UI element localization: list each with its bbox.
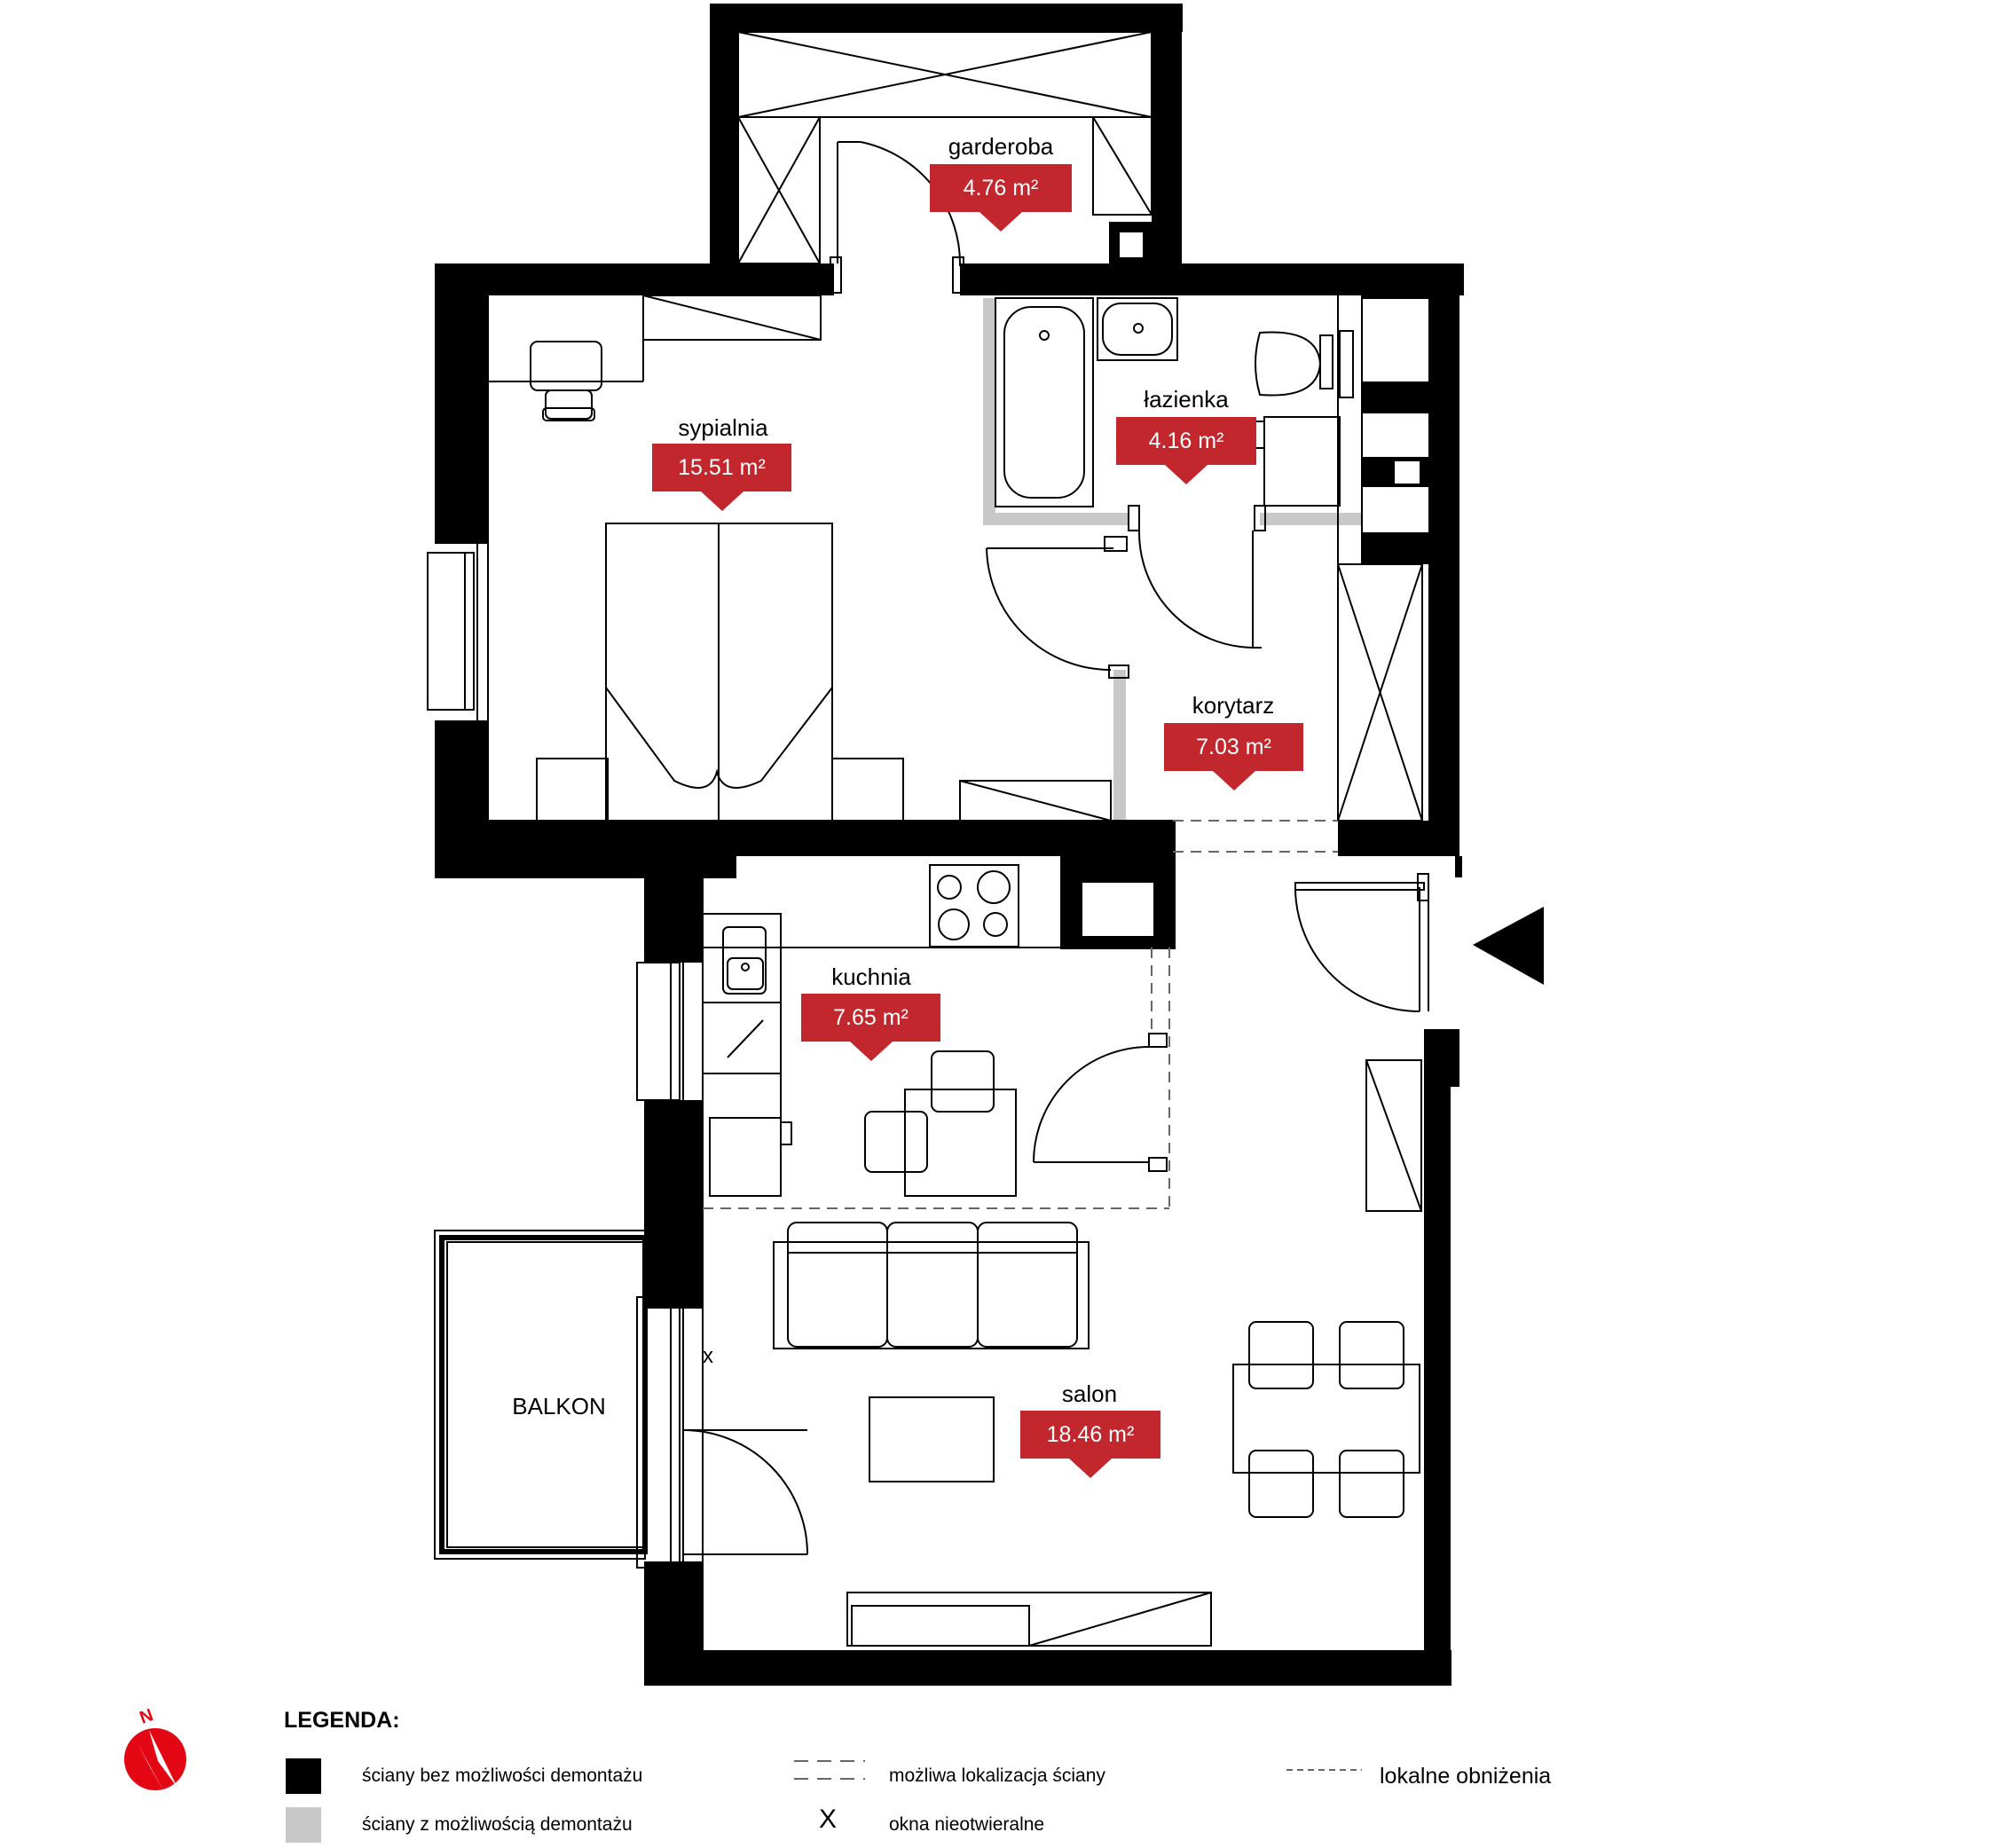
area-badge-kuchnia: 7.65 m²	[801, 994, 940, 1061]
area-badge-korytarz: 7.03 m²	[1164, 723, 1303, 790]
fixed-walls	[435, 4, 1464, 1686]
area-badge-salon: 18.46 m²	[1020, 1411, 1160, 1478]
area-badge-lazienka: 4.16 m²	[1116, 417, 1256, 484]
wall-holes	[1082, 232, 1424, 936]
possible-walls	[703, 820, 1338, 1209]
legend-dash-possible-wall	[794, 1760, 865, 1780]
room-name-lazienka: łazienka	[1144, 386, 1229, 413]
fixed-window-mark: x	[703, 1344, 713, 1368]
legend-possible-wall: możliwa lokalizacja ściany	[889, 1765, 1105, 1786]
legend-fixed-window: okna nieotwieralne	[889, 1814, 1045, 1835]
room-name-garderoba: garderoba	[948, 133, 1054, 160]
area-badge-garderoba: 4.76 m²	[930, 164, 1072, 232]
compass-icon	[124, 1728, 186, 1792]
entrance-arrow	[1473, 907, 1544, 985]
room-name-salon: salon	[1061, 1380, 1118, 1407]
legend-removable-wall: ściany z możliwością demontażu	[362, 1814, 633, 1835]
room-name-korytarz: korytarz	[1192, 692, 1275, 719]
legend-title: LEGENDA:	[284, 1708, 400, 1733]
legend-local-lowering: lokalne obniżenia	[1380, 1764, 1552, 1789]
room-name-kuchnia: kuchnia	[831, 963, 911, 990]
area-badge-sypialnia: 15.51 m²	[652, 444, 791, 511]
legend-fixed-wall: ściany bez możliwości demontażu	[362, 1765, 643, 1786]
legend-dash-local-lowering	[1286, 1769, 1362, 1771]
room-name-sypialnia: sypialnia	[678, 414, 768, 441]
removable-walls	[983, 298, 1363, 821]
legend-fixed-window-symbol: X	[819, 1805, 838, 1834]
balkon-label: BALKON	[512, 1393, 606, 1419]
legend-swatch-fixed-wall	[286, 1758, 321, 1794]
room-outlines	[427, 31, 1429, 1650]
legend-swatch-removable-wall	[286, 1807, 321, 1843]
